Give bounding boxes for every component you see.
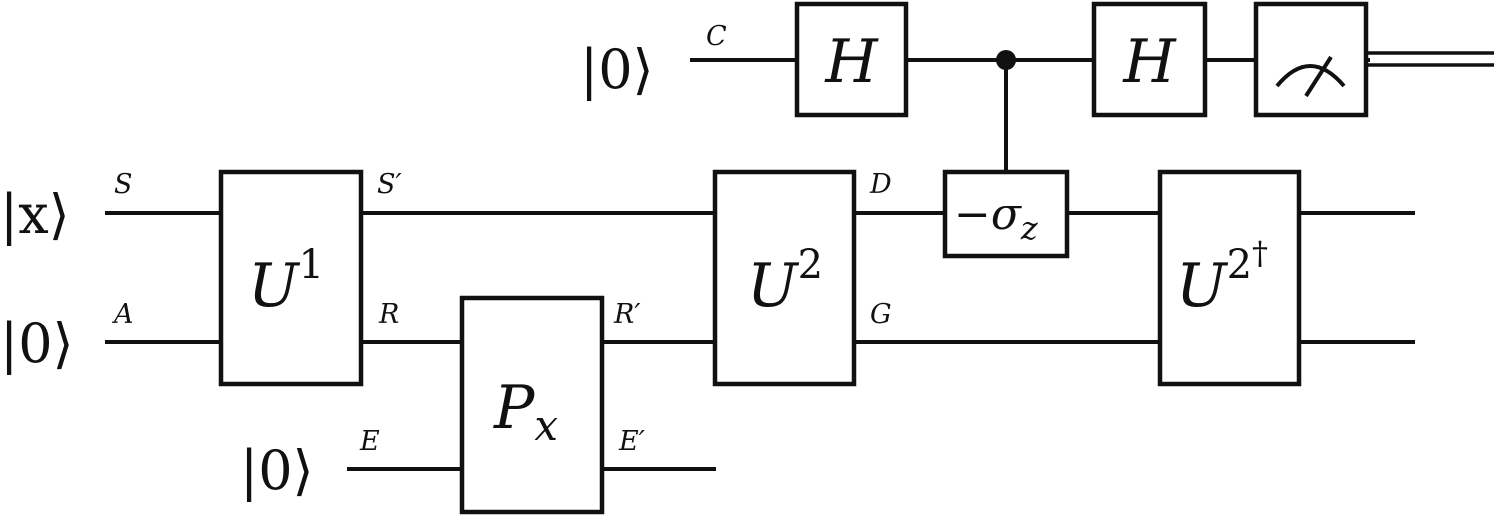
gate-u1-base: U (248, 251, 301, 321)
gate-px-sub: x (534, 401, 558, 450)
gate-u1: U1 (218, 169, 364, 387)
svg-text:−σz: −σz (954, 189, 1039, 247)
wire-label-d: D (869, 169, 892, 200)
gate-u1-sup: 1 (299, 242, 324, 288)
gate-px: Px (459, 295, 605, 515)
gate-px-base: P (493, 373, 536, 443)
gate-neg-sigma-minus: − (954, 189, 991, 240)
gate-u2: U2 (712, 169, 857, 387)
svg-text:U2: U2 (747, 242, 823, 321)
meter-needle (1304, 55, 1333, 98)
gate-u2-dagger-sup: 2 (1227, 242, 1252, 288)
meter-icon (1275, 64, 1346, 88)
wire-label-s-prime: S′ (377, 169, 402, 200)
svg-text:U2†: U2† (1176, 234, 1268, 321)
gate-h2-label: H (1122, 27, 1177, 97)
wire-label-c: C (706, 21, 727, 52)
input-ket-c: |0⟩ (580, 38, 654, 101)
svg-text:U1: U1 (248, 242, 324, 321)
svg-text:Px: Px (493, 373, 558, 450)
gate-u2-dagger: U2† (1157, 169, 1302, 387)
gate-h1: H (794, 1, 909, 118)
wire-label-g: G (870, 299, 892, 330)
wire-label-r: R (378, 299, 399, 330)
wire-label-a: A (111, 299, 134, 330)
gate-h1-label: H (824, 27, 879, 97)
gate-h2: H (1091, 1, 1208, 118)
wire-label-r-prime: R′ (613, 299, 640, 330)
gate-u2-sup: 2 (798, 242, 823, 288)
gate-neg-sigma-base: σ (991, 189, 1023, 240)
gate-neg-sigma-sub: z (1020, 209, 1039, 247)
input-ket-a: |0⟩ (0, 312, 74, 375)
gate-u2-dagger-base: U (1176, 251, 1229, 321)
input-ket-s: |x⟩ (0, 183, 70, 246)
control-dot (996, 50, 1016, 70)
measurement-gate (1253, 1, 1369, 118)
gate-neg-sigma-z: −σz (942, 169, 1070, 259)
wire-label-s: S (114, 169, 133, 200)
wire-label-e: E (359, 426, 380, 457)
wire-label-e-prime: E′ (618, 426, 645, 457)
gate-u2-base: U (747, 251, 800, 321)
input-ket-e: |0⟩ (240, 439, 314, 502)
gate-u2-dagger-sup2: † (1252, 234, 1268, 272)
